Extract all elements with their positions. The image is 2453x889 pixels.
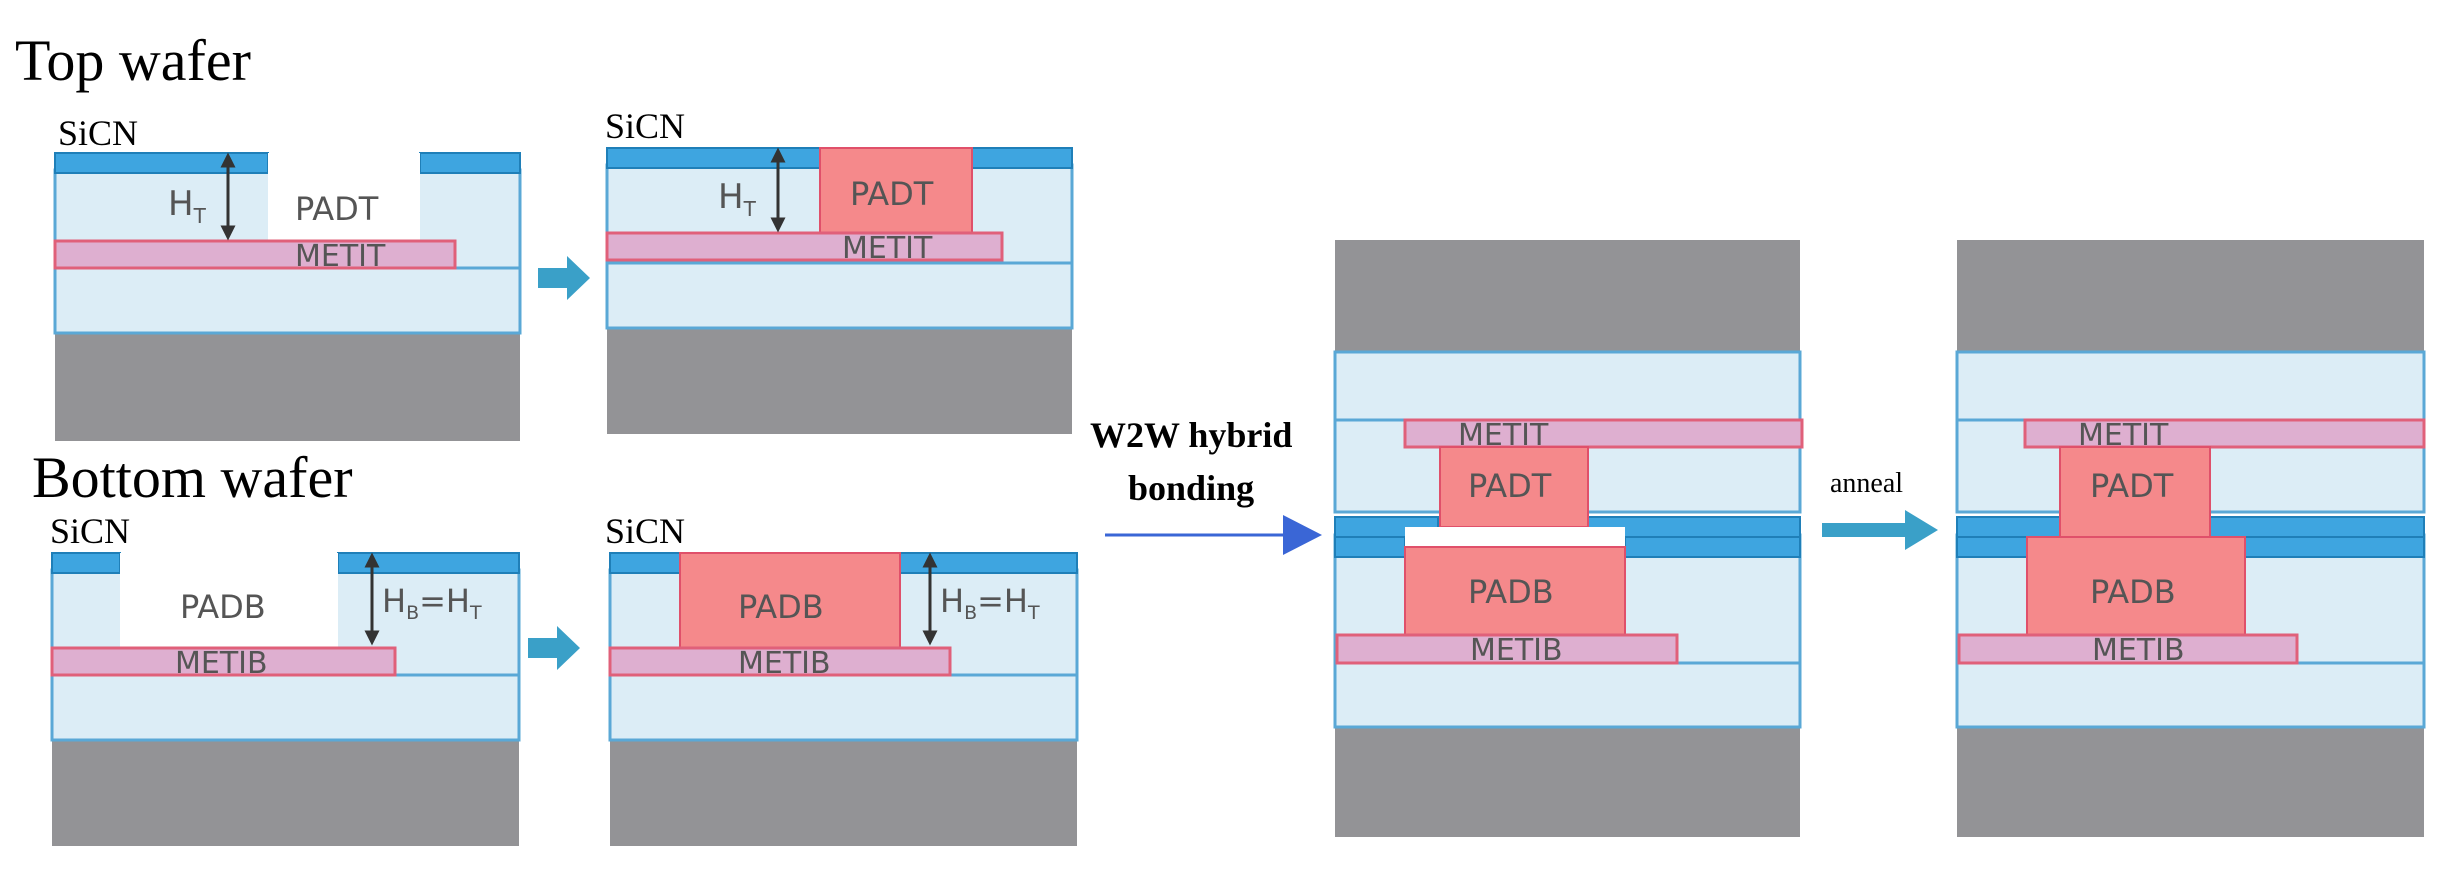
anneal-arrow [1822,510,1938,550]
sicn-layer [51,552,121,574]
metit-label: METIT [842,231,933,266]
padt-pad [2059,446,2211,540]
sicn-layer [1334,536,1406,558]
padt-label: PADT [295,190,379,228]
process-arrow [528,626,580,670]
top-wafer-panel-1: METIT PADT SiCN HT [53,113,522,441]
pad-opening [268,153,420,241]
sicn-layer [899,552,1078,574]
bonded-stack-after-anneal: METIT PADT PADB METIB [1955,240,2426,837]
sicn-label: SiCN [605,106,685,146]
sicn-label: SiCN [50,511,130,551]
sicn-layer [1956,536,2028,558]
sicn-layer [2209,516,2425,538]
sicn-layer [1956,516,2061,538]
hb-eq-ht-label: HB=HT [382,582,482,624]
sicn-layer [971,147,1073,169]
bonding-arrow-head [1283,515,1322,555]
padt-pad [1439,446,1589,528]
bonding-gap [1405,527,1625,547]
metib-layer [608,646,952,677]
padt-label: PADT [1468,467,1552,505]
padb-label: PADB [738,588,824,626]
top-wafer-panel-2: METIT PADT SiCN HT [605,106,1074,434]
padt-label: PADT [2090,467,2174,505]
sicn-layer [1624,536,1801,558]
padb-pad [679,552,901,649]
sicn-layer [337,552,520,574]
padb-label: PADB [180,588,266,626]
process-arrow [538,256,590,300]
top-substrate [1957,240,2424,352]
metib-layer [50,646,397,677]
metit-layer [1403,418,1804,449]
hb-eq-ht-label: HB=HT [940,582,1040,624]
bonded-stack-before-anneal: METIT PADT PADB METIB [1333,240,1804,837]
padt-label: PADT [850,175,934,213]
bottom-wafer-title: Bottom wafer [32,445,353,510]
ht-label: HT [168,184,207,228]
metib-layer [1335,633,1679,665]
substrate [52,740,519,846]
metit-label: METIT [295,239,386,274]
padb-label: PADB [2090,573,2176,611]
top-substrate [1335,240,1800,352]
substrate [610,740,1077,846]
top-wafer-title: Top wafer [15,28,251,93]
substrate [55,333,520,441]
bottom-substrate [1335,727,1800,837]
substrate [607,328,1072,434]
bottom-wafer-panel-1: METIB PADB SiCN HB=HT [50,511,521,846]
metib-layer [1957,633,2299,665]
sicn-layer [606,147,821,169]
sicn-layer [2244,536,2425,558]
metit-layer [53,239,457,270]
metib-label: METIB [2092,633,2185,668]
sicn-layer [419,152,521,174]
bottom-substrate [1957,727,2424,837]
ht-label: HT [718,177,757,221]
pad-opening [120,553,338,648]
padt-pad [819,147,973,234]
w2w-hybrid-bonding-label-line1: W2W hybrid [1090,415,1292,455]
metit-layer [605,231,1004,262]
anneal-label: anneal [1830,468,1903,499]
metib-label: METIB [1470,633,1563,668]
sicn-layer [54,152,269,174]
padb-label: PADB [1468,573,1554,611]
metib-label: METIB [175,646,268,681]
padb-pad [1404,546,1626,636]
bottom-wafer-panel-2: METIB PADB SiCN HB=HT [605,511,1079,846]
metit-layer [2023,418,2426,449]
metib-label: METIB [738,646,831,681]
w2w-hybrid-bonding-label-line2: bonding [1128,468,1254,508]
sicn-label: SiCN [58,113,138,153]
sicn-layer [609,552,681,574]
sicn-label: SiCN [605,511,685,551]
